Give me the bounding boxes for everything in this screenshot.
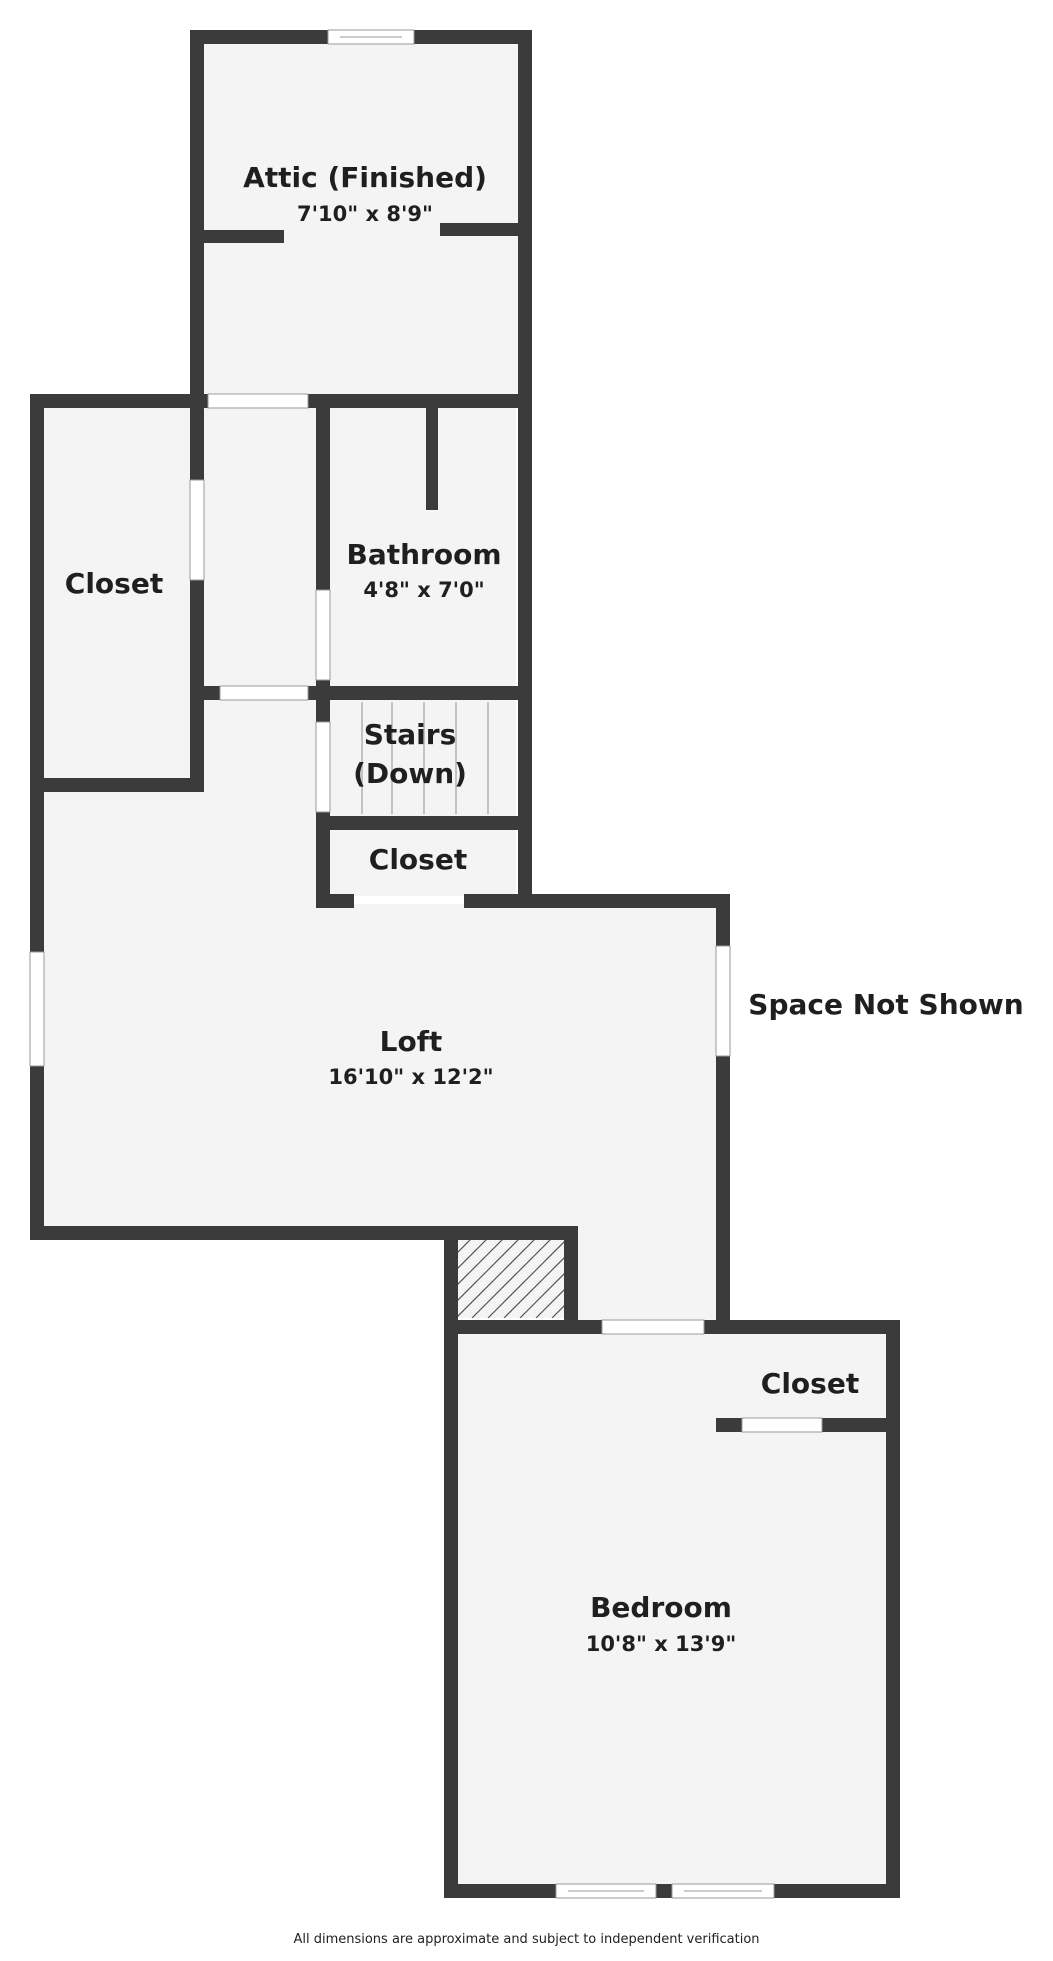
closet-right-doorway: [741, 1417, 823, 1433]
hall-doorway: [219, 685, 309, 701]
bathroom-dims: 4'8" x 7'0": [363, 578, 484, 602]
closet-left-doorway: [189, 479, 205, 581]
space-not-shown-label: Space Not Shown: [748, 988, 1023, 1021]
bathroom-floor: [330, 406, 516, 686]
closet-right-label: Closet: [761, 1367, 859, 1400]
attic-dims: 7'10" x 8'9": [297, 202, 433, 226]
attic-label: Attic (Finished): [243, 161, 487, 194]
stairs-label-line2: (Down): [353, 757, 467, 790]
labels: Attic (Finished) 7'10" x 8'9" Closet Bat…: [65, 161, 1024, 1656]
attic-doorway: [207, 393, 309, 409]
bathroom-label: Bathroom: [346, 538, 501, 571]
loft-window-right: [715, 945, 731, 1057]
closet-mid-label: Closet: [369, 843, 467, 876]
stair-treads: [361, 702, 489, 814]
hall-floor: [204, 406, 316, 688]
hatched-chase: [458, 1238, 564, 1318]
loft-dims: 16'10" x 12'2": [328, 1065, 493, 1089]
loft-window-left: [29, 951, 45, 1067]
stairs-opening: [315, 721, 331, 813]
bedroom-label: Bedroom: [590, 1591, 732, 1624]
openings: [29, 29, 823, 1899]
bedroom-doorway: [601, 1319, 705, 1335]
closet-left-floor: [42, 406, 194, 778]
disclaimer-footnote: All dimensions are approximate and subje…: [293, 1932, 760, 1947]
bedroom-window-2: [671, 1883, 775, 1899]
bedroom-dims: 10'8" x 13'9": [586, 1632, 737, 1656]
loft-floor: [42, 700, 716, 1320]
floors: [42, 40, 886, 1884]
closet-mid-floor: [330, 830, 516, 896]
attic-window: [327, 29, 415, 45]
bathroom-doorway: [315, 589, 331, 681]
bedroom-window-1: [555, 1883, 657, 1899]
walls: [30, 30, 900, 1898]
loft-label: Loft: [380, 1025, 443, 1058]
stairs-label-line1: Stairs: [364, 718, 457, 751]
closet-left-label: Closet: [65, 567, 163, 600]
attic-floor: [198, 40, 518, 402]
